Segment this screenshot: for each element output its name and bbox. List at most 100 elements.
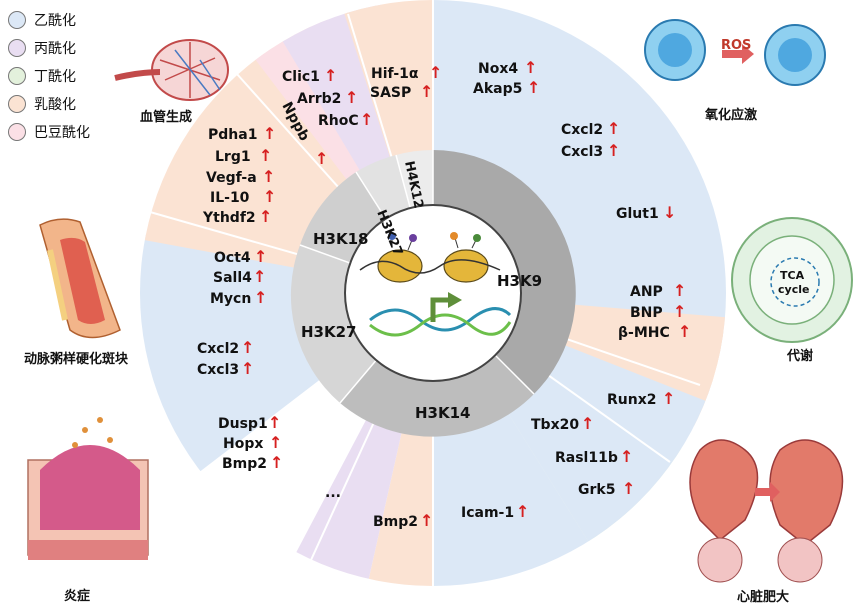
caption-metabolism: 代谢 (787, 349, 814, 364)
caption-ros: ROS (721, 38, 752, 53)
gene-runx2: Runx2 (607, 392, 657, 408)
inflammation-illustration (27, 417, 149, 560)
gene-grk5-up-arrow: ↑ (622, 479, 635, 498)
legend-label-lactylation: 乳酸化 (34, 97, 76, 113)
nucleosome-icon (359, 232, 501, 283)
gene-dusp1-up-arrow: ↑ (268, 413, 281, 432)
legend: 乙酰化 丙酰化 丁酰化 乳酸化 巴豆酰化 (8, 6, 90, 146)
gene-sall4: Sall4 (213, 270, 252, 286)
legend-item-crotonylation: 巴豆酰化 (8, 118, 90, 146)
legend-label-crotonylation: 巴豆酰化 (34, 125, 90, 141)
legend-label-propionylation: 丙酰化 (34, 41, 76, 57)
gene-dusp1: Dusp1 (218, 416, 268, 432)
gene-anp: ANP (630, 284, 663, 300)
gene-lrg1: Lrg1 (215, 149, 251, 165)
gene-rhoc-up-arrow: ↑ (360, 110, 373, 129)
gene-arrb2-up-arrow: ↑ (345, 88, 358, 107)
gene-akap5-up-arrow: ↑ (527, 78, 540, 97)
gene-cxcl3-left: Cxcl3 (197, 362, 239, 378)
gene-mycn-up-arrow: ↑ (254, 288, 267, 307)
gene-il10-up-arrow: ↑ (263, 187, 276, 206)
oxidative-stress-illustration (644, 19, 826, 86)
gene-bmp2-bottom-up-arrow: ↑ (420, 511, 433, 530)
gene-bmp2-bottom: Bmp2 (373, 514, 418, 530)
gene-pdha1-up-arrow: ↑ (263, 124, 276, 143)
gene-akap5: Akap5 (473, 81, 522, 97)
legend-item-acetylation: 乙酰化 (8, 6, 90, 34)
gene-bmhc: β-MHC (618, 325, 670, 341)
legend-item-butyrylation: 丁酰化 (8, 62, 90, 90)
gene-cxcl3-right-up-arrow: ↑ (607, 141, 620, 160)
gene-il10: IL-10 (210, 190, 250, 206)
mitochondria-illustration (731, 217, 853, 343)
gene-rhoc: RhoC (318, 113, 359, 129)
gene-glut1-down-arrow: ↓ (663, 203, 676, 222)
gene-clic1-up-arrow: ↑ (324, 66, 337, 85)
gene-ythdf2: Ythdf2 (202, 210, 256, 226)
gene-ellipsis: ... (325, 485, 341, 501)
ring-label-h3k14: H3K14 (415, 404, 471, 422)
caption-angiogenesis: 血管生成 (140, 110, 193, 125)
gene-sasp: SASP (370, 85, 411, 101)
caption-tca-cycle: cycle (778, 283, 810, 296)
gene-bnp: BNP (630, 305, 663, 321)
gene-cxcl3-left-up-arrow: ↑ (241, 359, 254, 378)
hypertrophy-illustration (689, 439, 844, 583)
gene-sasp-up-arrow: ↑ (420, 82, 433, 101)
caption-oxidative-stress: 氧化应激 (705, 108, 758, 123)
gene-cxcl2-right-up-arrow: ↑ (607, 119, 620, 138)
gene-ythdf2-up-arrow: ↑ (259, 207, 272, 226)
gene-tbx20: Tbx20 (531, 417, 579, 433)
gene-grk5: Grk5 (578, 482, 615, 498)
gene-pdha1: Pdha1 (208, 127, 257, 143)
ring-label-h3k27-left: H3K27 (301, 323, 357, 341)
gene-hopx: Hopx (223, 436, 263, 452)
caption-inflammation: 炎症 (64, 589, 91, 604)
gene-nox4: Nox4 (478, 61, 518, 77)
caption-hypertrophy: 心脏肥大 (737, 590, 790, 605)
gene-runx2-up-arrow: ↑ (662, 389, 675, 408)
nucleus-core (344, 204, 522, 382)
gene-hopx-up-arrow: ↑ (269, 433, 282, 452)
legend-label-acetylation: 乙酰化 (34, 13, 76, 29)
legend-swatch-propionylation (8, 39, 26, 57)
gene-icam1-up-arrow: ↑ (516, 502, 529, 521)
gene-rasl11b-up-arrow: ↑ (620, 447, 633, 466)
legend-item-propionylation: 丙酰化 (8, 34, 90, 62)
gene-bnp-up-arrow: ↑ (673, 302, 686, 321)
caption-plaque: 动脉粥样硬化斑块 (24, 352, 129, 367)
gene-cxcl2-left-up-arrow: ↑ (241, 338, 254, 357)
gene-tbx20-up-arrow: ↑ (581, 414, 594, 433)
gene-rasl11b: Rasl11b (555, 450, 618, 466)
gene-bmp2-left: Bmp2 (222, 456, 267, 472)
angiogenesis-illustration (114, 39, 229, 101)
gene-arrb2: Arrb2 (297, 91, 341, 107)
gene-nox4-up-arrow: ↑ (524, 58, 537, 77)
gene-anp-up-arrow: ↑ (673, 281, 686, 300)
ring-label-h3k9: H3K9 (497, 272, 542, 290)
ring-label-h3k18: H3K18 (313, 230, 369, 248)
dna-transcription-icon (369, 292, 512, 337)
gene-sall4-up-arrow: ↑ (253, 267, 266, 286)
legend-swatch-crotonylation (8, 123, 26, 141)
plaque-illustration (39, 218, 121, 339)
caption-tca: TCA (780, 269, 805, 282)
gene-vegfa: Vegf-a (206, 170, 257, 186)
gene-vegfa-up-arrow: ↑ (262, 167, 275, 186)
legend-swatch-lactylation (8, 95, 26, 113)
legend-item-lactylation: 乳酸化 (8, 90, 90, 118)
gene-cxcl3-right: Cxcl3 (561, 144, 603, 160)
gene-glut1: Glut1 (616, 206, 659, 222)
gene-cxcl2-left: Cxcl2 (197, 341, 239, 357)
gene-hif1a: Hif-1α (371, 66, 419, 82)
gene-bmhc-up-arrow: ↑ (678, 322, 691, 341)
legend-label-butyrylation: 丁酰化 (34, 69, 76, 85)
legend-swatch-acetylation (8, 11, 26, 29)
gene-mycn: Mycn (210, 291, 251, 307)
gene-nppb-up-arrow: ↑ (315, 149, 328, 168)
gene-oct4: Oct4 (214, 250, 251, 266)
gene-clic1: Clic1 (282, 69, 320, 85)
gene-lrg1-up-arrow: ↑ (259, 146, 272, 165)
gene-cxcl2-right: Cxcl2 (561, 122, 603, 138)
